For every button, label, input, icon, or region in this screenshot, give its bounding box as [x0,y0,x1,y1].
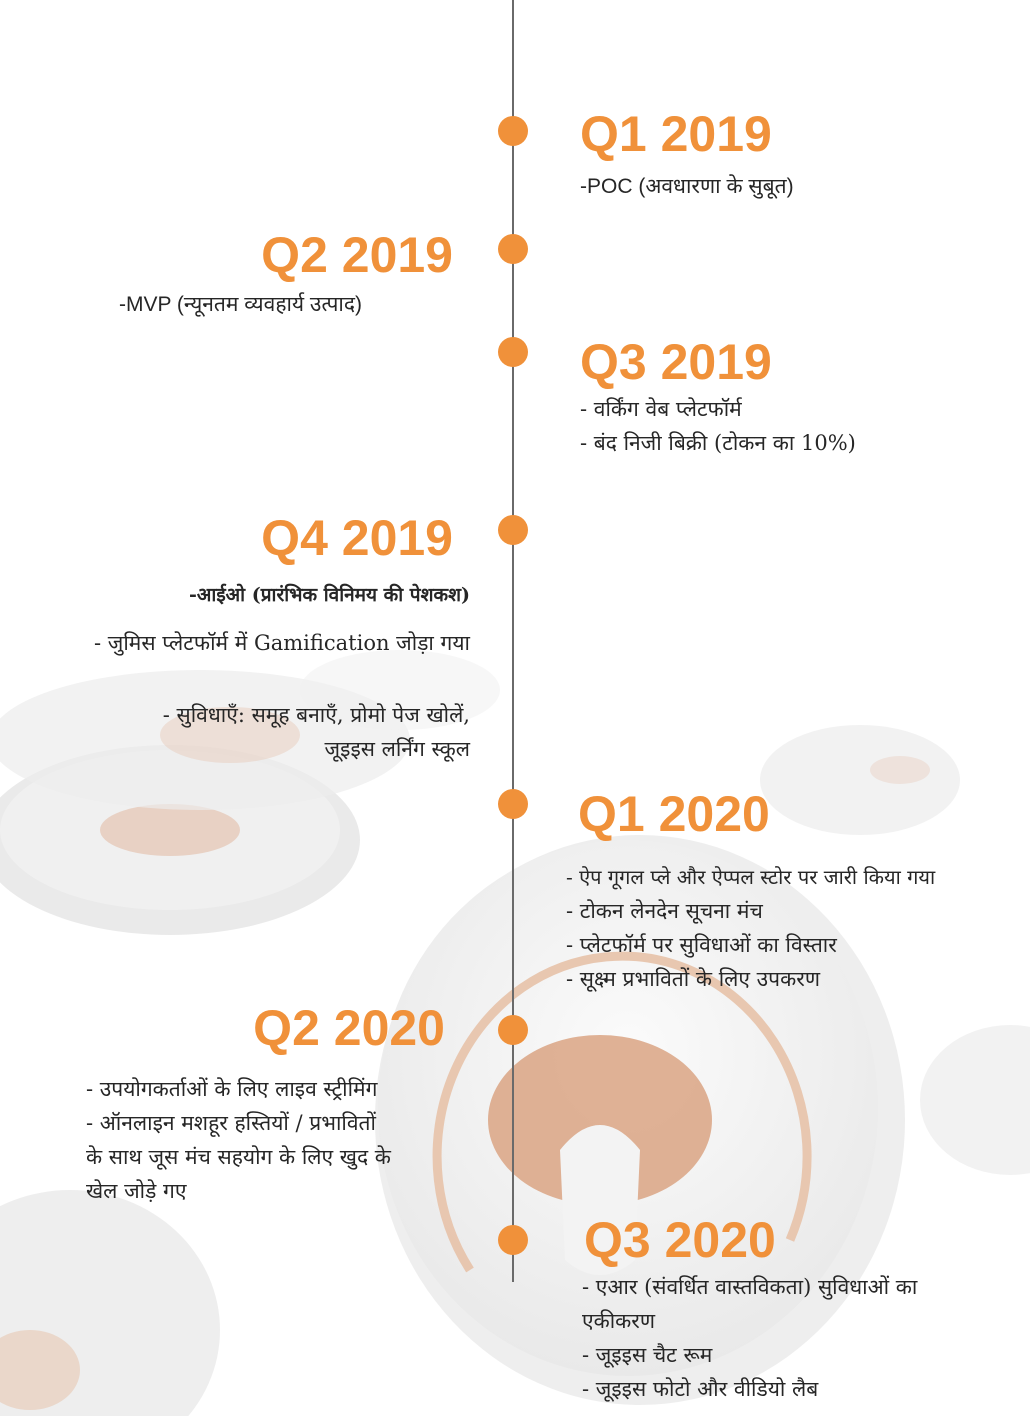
milestone-item: - जुमिस प्लेटफॉर्म में Gamification जोड़… [93,631,470,655]
milestone-list-q2-2020: - उपयोगकर्ताओं के लिए लाइव स्ट्रीमिंग - … [86,1072,391,1208]
milestone-list-q3-2019: - वर्किंग वेब प्लेटफॉर्म - बंद निजी बिक्… [580,392,856,460]
timeline-axis [512,0,514,1282]
quarter-heading-q2-2019: Q2 2019 [261,227,453,283]
milestone-item: -POC (अवधारणा के सुबूत) [580,175,794,198]
milestone-item: - जूइइस चैट रूम [582,1343,713,1367]
timeline-dot-q1-2020 [498,789,528,819]
timeline-dot-q4-2019 [498,515,528,545]
milestone-item: -MVP (न्यूनतम व्यवहार्य उत्पाद) [118,293,362,316]
milestone-item: - उपयोगकर्ताओं के लिए लाइव स्ट्रीमिंग [86,1077,378,1101]
milestone-item: खेल जोड़े गए [86,1179,187,1203]
quarter-heading-q3-2020: Q3 2020 [584,1212,776,1268]
timeline-dot-q3-2020 [498,1225,528,1255]
milestone-item: -आईओ (प्रारंभिक विनिमय की पेशकश) [189,584,470,606]
milestone-item: - सूक्ष्म प्रभावितों के लिए उपकरण [566,967,820,991]
milestone-item: - ऑनलाइन मशहूर हस्तियों / प्रभावितों [86,1111,376,1135]
quarter-heading-q1-2019: Q1 2019 [580,106,772,162]
milestone-list-q4-2019: -आईओ (प्रारंभिक विनिमय की पेशकश) - जुमिस… [94,578,470,766]
milestone-item: के साथ जूस मंच सहयोग के लिए खुद के [86,1145,391,1169]
quarter-heading-q2-2020: Q2 2020 [253,1000,445,1056]
quarter-heading-q4-2019: Q4 2019 [261,510,453,566]
milestone-list-q1-2020: - ऐप गूगल प्ले और ऐप्पल स्टोर पर जारी कि… [566,860,935,996]
milestone-item: - वर्किंग वेब प्लेटफॉर्म [580,397,742,421]
milestone-item: - एआर (संवर्धित वास्तविकता) सुविधाओं का [582,1275,918,1299]
quarter-heading-q1-2020: Q1 2020 [578,786,770,842]
milestone-item: जूइइस लर्निंग स्कूल [324,737,470,761]
timeline-dot-q1-2019 [498,116,528,146]
milestone-item: - टोकन लेनदेन सूचना मंच [566,899,763,923]
milestone-item: - सुविधाएँ: समूह बनाएँ, प्रोमो पेज खोलें… [162,703,470,727]
milestone-list-q3-2020: - एआर (संवर्धित वास्तविकता) सुविधाओं का … [582,1270,917,1406]
milestone-item: - बंद निजी बिक्री (टोकन का 10%) [580,431,856,455]
timeline-dot-q3-2019 [498,337,528,367]
milestone-list-q1-2019: -POC (अवधारणा के सुबूत) [580,170,794,204]
milestone-item: एकीकरण [582,1309,656,1333]
milestone-item: - ऐप गूगल प्ले और ऐप्पल स्टोर पर जारी कि… [566,865,936,889]
timeline-dot-q2-2020 [498,1015,528,1045]
quarter-heading-q3-2019: Q3 2019 [580,334,772,390]
milestone-item: - जूइइस फोटो और वीडियो लैब [582,1377,819,1401]
milestone-list-q2-2019: -MVP (न्यूनतम व्यवहार्य उत्पाद) [119,288,362,322]
milestone-item: - प्लेटफॉर्म पर सुविधाओं का विस्तार [566,933,837,957]
timeline-dot-q2-2019 [498,234,528,264]
